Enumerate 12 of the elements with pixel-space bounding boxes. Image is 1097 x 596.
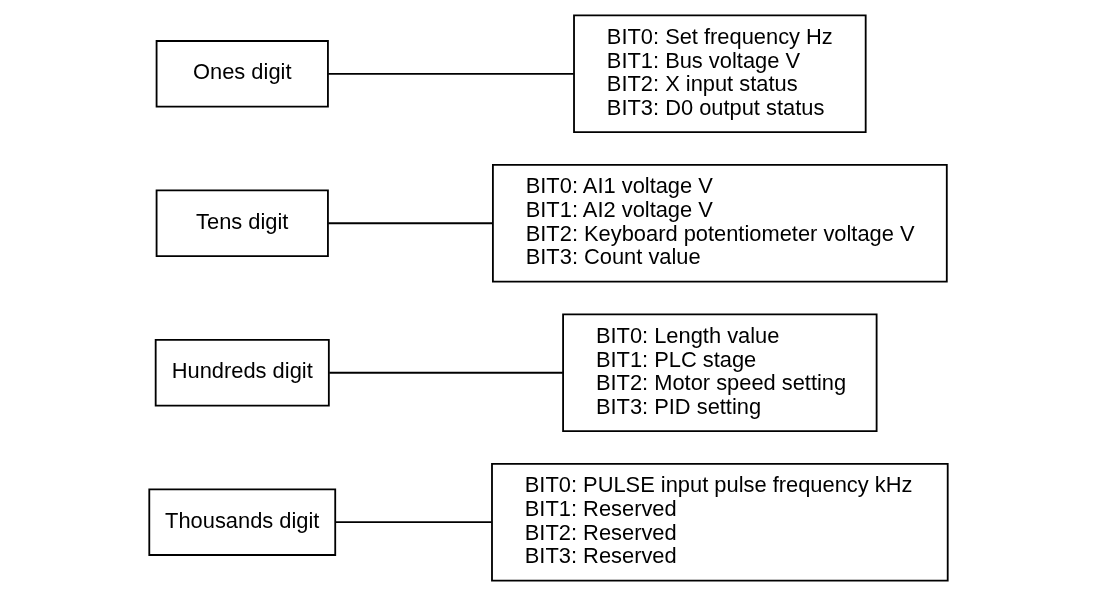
- node-box: BIT0: Length value BIT1: PLC stage BIT2: Motor speed setting BIT3: PID setting: [562, 313, 878, 432]
- connector: [328, 371, 564, 374]
- node-box: BIT0: AI1 voltage V BIT1: AI2 voltage V BIT2: Keyboard potentiometer voltage V BIT3: Count value: [492, 164, 948, 283]
- node-box: Thousands digit: [148, 488, 337, 556]
- node-box: Tens digit: [155, 189, 329, 257]
- node-box: Ones digit: [155, 40, 329, 108]
- node-box: BIT0: Set frequency Hz BIT1: Bus voltage V BIT2: X input status BIT3: D0 output status: [573, 14, 867, 134]
- node-box: BIT0: PULSE input pulse frequency kHz BIT1: Reserved BIT2: Reserved BIT3: Reserved: [491, 462, 949, 582]
- node-box: Hundreds digit: [154, 339, 330, 407]
- connector: [327, 222, 494, 225]
- connector: [334, 521, 493, 524]
- connector: [327, 72, 575, 75]
